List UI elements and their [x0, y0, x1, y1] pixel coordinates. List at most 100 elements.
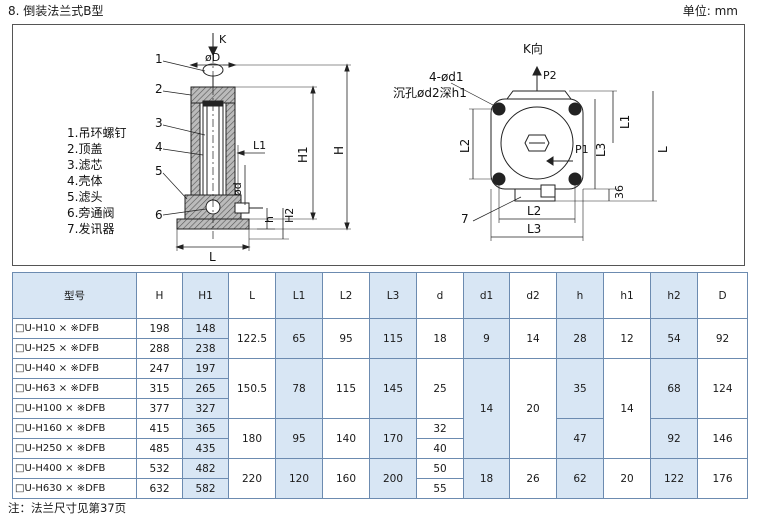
cell-D: 146: [697, 418, 748, 459]
col-header: H1: [182, 272, 229, 319]
footnote: 注：法兰尺寸见第37页: [8, 501, 127, 515]
legend-item: 1.吊环螺钉: [67, 126, 126, 140]
cell-H1: 327: [182, 398, 229, 419]
cell-L3: 170: [369, 418, 417, 459]
dim-L1-side: L1: [253, 139, 266, 152]
dim-L2-kview: L2: [458, 139, 472, 153]
housing-wall-right: [225, 102, 236, 196]
cell-h2: 92: [650, 418, 698, 459]
dim-counterbore: 沉孔ød2深h1: [393, 86, 467, 100]
table-row: □U-H630 × ※DFB 632 582 55: [12, 478, 748, 499]
dim-phiD: øD: [205, 51, 220, 64]
cell-L1: 65: [275, 318, 323, 359]
parts-legend: 1.吊环螺钉 2.顶盖 3.滤芯 4.壳体 5.滤头 6.旁通阀 7.发讯器: [67, 126, 126, 236]
cell-L: 150.5: [228, 358, 276, 419]
port-P2: P2: [543, 69, 557, 82]
housing-circle: [500, 106, 574, 180]
dim-H: H: [332, 146, 346, 155]
cell-L: 122.5: [228, 318, 276, 359]
k-arrow-label: K: [219, 33, 227, 46]
table-row: □U-H25 × ※DFB 288 238: [12, 338, 748, 359]
col-header: d: [416, 272, 464, 319]
dim-L-kview: L: [656, 146, 670, 153]
cell-L3: 145: [369, 358, 417, 419]
col-header: d2: [509, 272, 557, 319]
model-cell: □U-H250 × ※DFB: [12, 438, 137, 459]
table-row: □U-H160 × ※DFB 415 365 180 95 140 170 32…: [12, 418, 748, 459]
legend-item: 4.壳体: [67, 174, 102, 188]
cell-d: 18: [416, 318, 464, 359]
cell-L2: 115: [322, 358, 370, 419]
col-header: h: [556, 272, 604, 319]
legend-item: 5.滤头: [67, 190, 102, 204]
callout-2: 2: [155, 82, 163, 96]
cell-D: 92: [697, 318, 748, 359]
dim-L2-bottom: L2: [527, 204, 541, 218]
cell-h2: 68: [650, 358, 698, 419]
model-cell: □U-H10 × ※DFB: [12, 318, 137, 339]
legend-item: 7.发讯器: [67, 221, 114, 236]
specification-table: 型号 H H1 L L1 L2 L3 d d1 d2 h h1 h2 D □U-…: [12, 272, 748, 499]
model-cell: □U-H25 × ※DFB: [12, 338, 137, 359]
col-header: L1: [275, 272, 323, 319]
col-header: D: [697, 272, 748, 319]
callout-3: 3: [155, 116, 163, 130]
dim-H2: H2: [283, 208, 296, 223]
cell-d: 32: [416, 418, 464, 439]
model-cell: □U-H40 × ※DFB: [12, 358, 137, 379]
page-title: 8. 倒装法兰式B型: [8, 4, 104, 18]
table-row: □U-H250 × ※DFB 485 435 40: [12, 438, 748, 459]
housing-wall-left: [190, 102, 201, 196]
indicator-port: [234, 202, 250, 214]
bolt-hole: [568, 102, 582, 116]
cell-H: 315: [136, 378, 183, 399]
cell-H: 247: [136, 358, 183, 379]
cell-L2: 95: [322, 318, 370, 359]
cell-H: 532: [136, 458, 183, 479]
table-row: □U-H10 × ※DFB 198 148 122.5 65 95 115 18…: [12, 318, 748, 359]
cell-H1: 435: [182, 438, 229, 459]
table-row: □U-H63 × ※DFB 315 265: [12, 378, 748, 399]
dim-L3-kview: L3: [594, 143, 608, 157]
cell-H1: 365: [182, 418, 229, 439]
col-header: L: [228, 272, 276, 319]
cell-L: 180: [228, 418, 276, 459]
col-header: h1: [603, 272, 651, 319]
cell-h2: 122: [650, 458, 698, 499]
cell-d1: 14: [463, 358, 510, 459]
table-row: □U-H400 × ※DFB 532 482 220 120 160 200 5…: [12, 458, 748, 499]
model-cell: □U-H160 × ※DFB: [12, 418, 137, 439]
cell-h1: 12: [603, 318, 651, 359]
side-section-view: [162, 33, 351, 251]
cell-H: 288: [136, 338, 183, 359]
cell-L2: 160: [322, 458, 370, 499]
cell-D: 176: [697, 458, 748, 499]
k-view-title: K向: [523, 41, 543, 56]
cell-L3: 200: [369, 458, 417, 499]
cell-h: 62: [556, 458, 604, 499]
dim-h: h: [263, 216, 276, 223]
cell-h1: 14: [603, 358, 651, 459]
unit-label: 单位: mm: [682, 4, 738, 18]
dim-holes: 4-ød1: [429, 70, 464, 84]
cell-H1: 197: [182, 358, 229, 379]
cell-d2: 20: [509, 358, 557, 459]
dim-L3-bottom: L3: [527, 222, 541, 236]
cell-d: 55: [416, 478, 464, 499]
model-cell: □U-H400 × ※DFB: [12, 458, 137, 479]
cell-d: 50: [416, 458, 464, 479]
cell-d: 25: [416, 358, 464, 419]
cell-d1: 9: [463, 318, 510, 359]
model-cell: □U-H100 × ※DFB: [12, 398, 137, 419]
cell-D: 124: [697, 358, 748, 419]
legend-item: 6.旁通阀: [67, 205, 114, 220]
cell-H: 485: [136, 438, 183, 459]
callout-4: 4: [155, 140, 163, 154]
callout-6: 6: [155, 208, 163, 222]
cell-d: 40: [416, 438, 464, 459]
callout-7: 7: [461, 212, 469, 226]
k-view: [450, 65, 657, 241]
callout-1: 1: [155, 52, 163, 66]
cap-hex: [524, 134, 550, 152]
cell-H1: 582: [182, 478, 229, 499]
